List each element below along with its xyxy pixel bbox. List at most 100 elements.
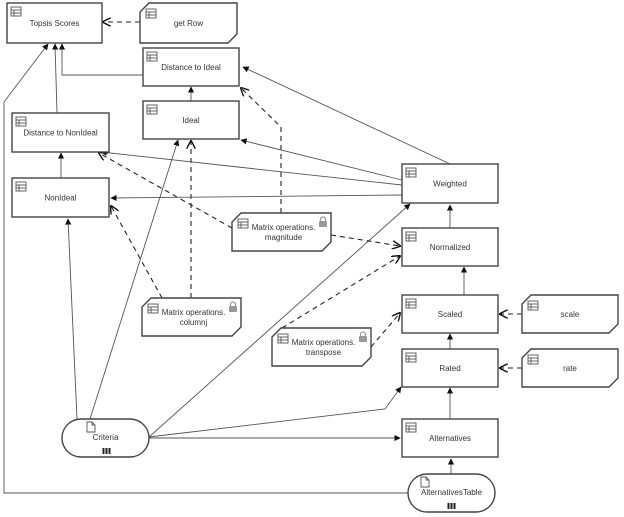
node-alternatives-table[interactable]: AlternativesTable <box>407 473 496 513</box>
node-shape <box>142 100 240 140</box>
node-weighted[interactable]: Weighted <box>401 163 499 204</box>
node-shape <box>521 294 619 334</box>
node-label: rate <box>563 364 577 373</box>
node-shape <box>401 227 499 267</box>
node-label: NonIdeal <box>44 194 76 203</box>
table-icon <box>10 6 22 17</box>
table-icon <box>15 181 27 192</box>
node-shape <box>271 327 372 367</box>
table-icon <box>405 352 417 363</box>
node-shape <box>11 177 110 218</box>
table-icon <box>147 303 159 314</box>
node-label: Rated <box>439 364 460 373</box>
node-scale[interactable]: scale <box>521 294 619 334</box>
edge-mo-transpose-to-scaled[interactable] <box>370 313 400 348</box>
table-icon <box>277 333 289 344</box>
node-shape <box>139 2 238 44</box>
node-shape <box>401 163 499 204</box>
node-ideal[interactable]: Ideal <box>142 100 240 140</box>
table-icon <box>146 104 158 115</box>
node-label: Alternatives <box>429 434 471 443</box>
lock-icon <box>229 301 237 312</box>
node-nonideal[interactable]: NonIdeal <box>11 177 110 218</box>
node-get-row[interactable]: get Row <box>139 2 238 44</box>
node-mo-columnj[interactable]: Matrix operations.columnj <box>141 297 242 337</box>
node-label: AlternativesTable <box>421 488 482 497</box>
node-shape <box>142 47 240 87</box>
table-icon <box>405 422 417 433</box>
edge-weighted-to-nonideal[interactable] <box>110 194 403 202</box>
edge-weighted-to-distance-to-nonideal[interactable] <box>100 149 403 186</box>
node-label: transpose <box>306 348 342 357</box>
node-label: Criteria <box>93 433 119 442</box>
node-rate[interactable]: rate <box>521 348 619 388</box>
node-shape <box>521 348 619 388</box>
edge-mo-transpose-to-normalized[interactable] <box>281 256 400 329</box>
node-label: Distance to NonIdeal <box>23 129 97 138</box>
node-label: Matrix operations. <box>162 308 226 317</box>
node-label: Scaled <box>438 310 462 319</box>
node-shape <box>231 212 332 252</box>
edges-layer <box>3 22 522 494</box>
edge-mo-magnitude-to-distance-to-nonideal[interactable] <box>99 153 233 229</box>
node-shape <box>401 418 499 458</box>
node-mo-transpose[interactable]: Matrix operations.transpose <box>271 327 372 367</box>
node-alternatives[interactable]: Alternatives <box>401 418 499 458</box>
columns-icon <box>447 503 456 509</box>
node-label: Topsis Scores <box>30 19 80 28</box>
node-label: Matrix operations. <box>252 223 316 232</box>
document-icon <box>420 476 430 488</box>
node-normalized[interactable]: Normalized <box>401 227 499 267</box>
lock-icon <box>319 216 327 227</box>
table-icon <box>15 116 27 127</box>
edge-mo-columnj-to-nonideal[interactable] <box>111 206 163 299</box>
node-distance-to-nonideal[interactable]: Distance to NonIdeal <box>11 112 110 153</box>
edge-distance-to-ideal-to-topsis-scores[interactable] <box>58 43 143 76</box>
edge-criteria-to-nonideal[interactable] <box>65 218 78 420</box>
table-icon <box>146 51 158 62</box>
edge-criteria-to-weighted[interactable] <box>148 203 411 438</box>
node-label: Ideal <box>182 116 200 125</box>
node-label: magnitude <box>265 233 303 242</box>
node-criteria[interactable]: Criteria <box>61 418 150 458</box>
table-icon <box>527 300 539 311</box>
node-shape <box>141 297 242 337</box>
node-label: Normalized <box>430 243 470 252</box>
columns-icon <box>102 448 111 454</box>
node-label: columnj <box>180 318 208 327</box>
node-scaled[interactable]: Scaled <box>401 294 499 334</box>
node-shape <box>6 2 103 44</box>
node-label: Matrix operations. <box>292 338 356 347</box>
node-shape <box>11 112 110 153</box>
edge-alternatives-table-to-topsis-scores[interactable] <box>3 43 408 494</box>
node-topsis-scores[interactable]: Topsis Scores <box>6 2 103 44</box>
node-rated[interactable]: Rated <box>401 348 499 388</box>
edge-weighted-to-distance-to-ideal[interactable] <box>242 66 451 165</box>
node-label: scale <box>561 310 580 319</box>
table-icon <box>237 218 249 229</box>
node-mo-magnitude[interactable]: Matrix operations.magnitude <box>231 212 332 252</box>
node-shape <box>407 473 496 513</box>
node-shape <box>61 418 150 458</box>
edge-criteria-to-ideal[interactable] <box>89 139 180 420</box>
table-icon <box>405 167 417 178</box>
lock-icon <box>359 331 367 342</box>
table-icon <box>527 354 539 365</box>
node-distance-to-ideal[interactable]: Distance to Ideal <box>142 47 240 87</box>
edge-distance-to-nonideal-to-topsis-scores[interactable] <box>52 43 59 114</box>
node-label: get Row <box>174 19 204 28</box>
table-icon <box>405 298 417 309</box>
edge-criteria-to-rated[interactable] <box>148 386 402 438</box>
node-label: Weighted <box>433 180 467 189</box>
node-label: Distance to Ideal <box>161 63 221 72</box>
edge-mo-magnitude-to-normalized[interactable] <box>330 234 400 246</box>
table-icon <box>145 8 157 19</box>
document-icon <box>86 421 96 433</box>
edge-weighted-to-ideal[interactable] <box>240 138 403 181</box>
edge-mo-magnitude-to-distance-to-ideal[interactable] <box>241 88 282 213</box>
node-shape <box>401 294 499 334</box>
node-shape <box>401 348 499 388</box>
table-icon <box>405 231 417 242</box>
